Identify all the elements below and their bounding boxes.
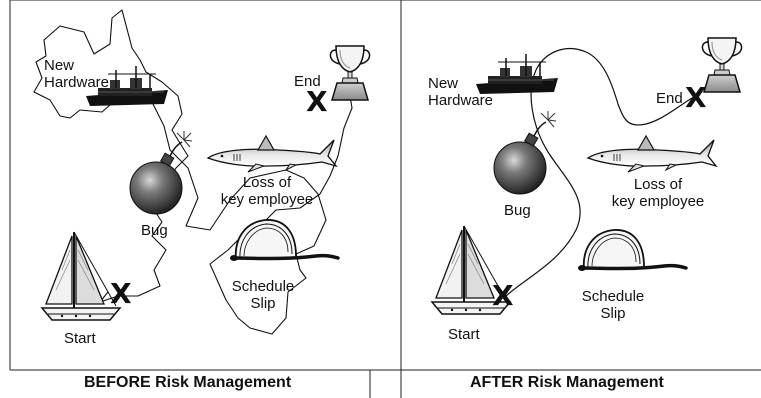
schedule-slip-line-1: Schedule — [231, 278, 295, 295]
start-label: Start — [64, 330, 96, 347]
bug-label: Bug — [504, 202, 531, 219]
end-x-mark: X — [685, 81, 707, 114]
loss-of-key-employee-label: Loss of key employee — [212, 174, 322, 208]
schedule-slip-label: Schedule Slip — [222, 278, 304, 312]
new-hardware-label: New Hardware — [44, 57, 109, 91]
shark-icon — [587, 135, 717, 173]
bomb-icon — [129, 130, 193, 215]
end-label: End — [294, 73, 321, 90]
new-hardware-line-1: New — [44, 57, 75, 74]
loss-line-1: Loss of — [633, 176, 683, 193]
tent-icon — [576, 228, 688, 273]
schedule-slip-line-1: Schedule — [581, 288, 645, 305]
start-label: Start — [448, 326, 480, 343]
bomb-icon — [493, 110, 557, 195]
new-hardware-line-1: New — [428, 75, 459, 92]
end-x-mark: X — [306, 85, 328, 118]
start-x-mark: X — [110, 277, 132, 310]
end-label: End — [656, 90, 683, 107]
new-hardware-label: New Hardware — [428, 75, 493, 109]
before-caption: BEFORE Risk Management — [84, 374, 292, 391]
after-caption: AFTER Risk Management — [470, 374, 664, 391]
schedule-slip-line-2: Slip — [600, 305, 626, 322]
schedule-slip-label: Schedule Slip — [572, 288, 654, 322]
schedule-slip-line-2: Slip — [250, 295, 276, 312]
start-x-mark: X — [492, 279, 514, 312]
sailboat-icon — [41, 231, 121, 321]
trophy-icon — [329, 45, 371, 101]
tent-icon — [228, 218, 340, 263]
bug-label: Bug — [141, 222, 168, 239]
new-hardware-line-2: Hardware — [428, 92, 494, 109]
loss-line-2: key employee — [611, 193, 705, 210]
after-smooth-path — [505, 48, 693, 297]
loss-line-1: Loss of — [242, 174, 292, 191]
new-hardware-line-2: Hardware — [44, 74, 110, 91]
shark-icon — [207, 135, 337, 173]
loss-line-2: key employee — [220, 191, 314, 208]
trophy-icon — [701, 37, 743, 93]
loss-of-key-employee-label: Loss of key employee — [598, 176, 718, 210]
